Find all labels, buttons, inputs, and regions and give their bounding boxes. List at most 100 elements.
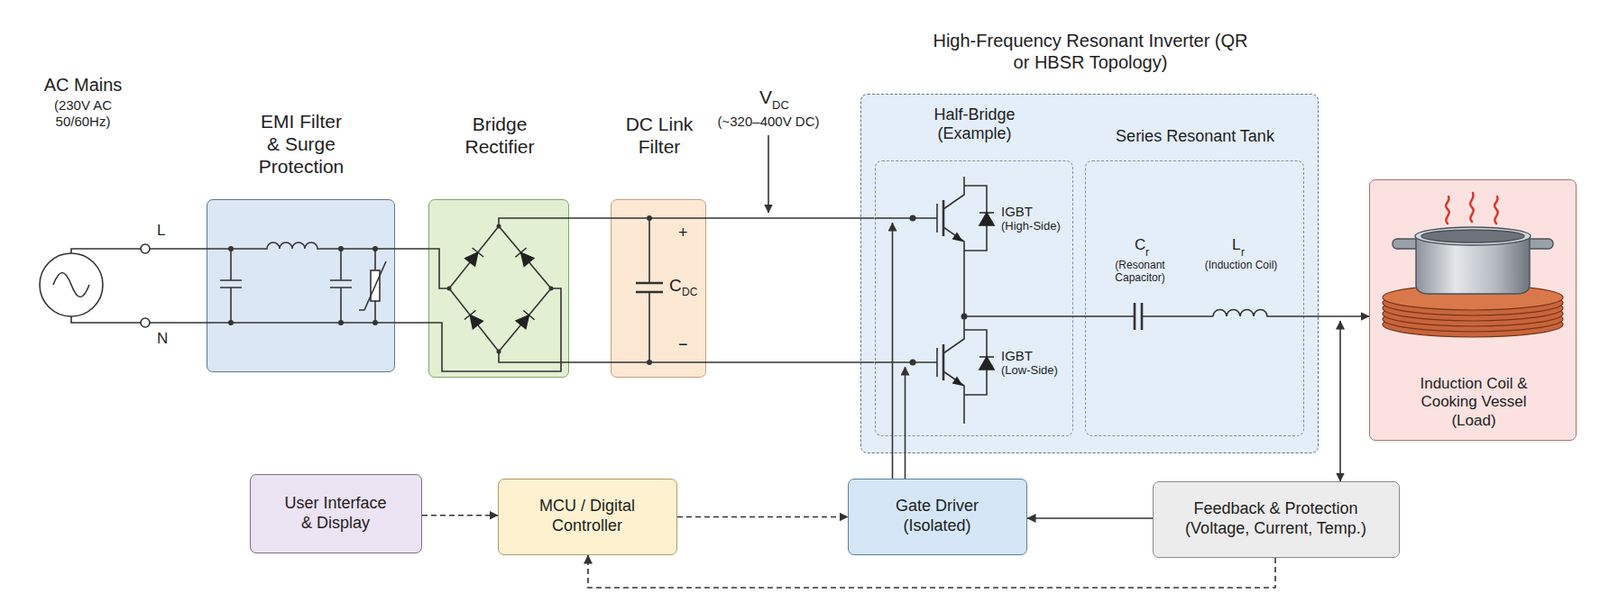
- igbt-half-bridge-part: [936, 203, 938, 378]
- node-title: Half-Bridge (Example): [916, 105, 1034, 145]
- bridge-rectifier-circuit-part-part-part: [514, 248, 534, 267]
- emi-filter-circuit-part-part: [372, 320, 378, 326]
- node-title: DC Link Filter: [611, 112, 708, 158]
- dc-link-capacitor-part: [646, 215, 653, 366]
- bridge-rectifier-circuit-part-part: [514, 311, 534, 331]
- polarity-mark: +: [678, 223, 689, 243]
- resonant-tank-circuit-part: [1213, 310, 1305, 317]
- terminal-label: N: [156, 330, 168, 349]
- igbt-half-bridge-part-part: [979, 212, 994, 226]
- dc-link-capacitor-part: [648, 218, 651, 363]
- sense-arrow: [1340, 321, 1342, 482]
- emi-filter-circuit: [206, 242, 396, 326]
- igbt-half-bridge-part-part: [910, 215, 917, 222]
- polarity-mark: −: [678, 335, 689, 355]
- cookware-illustration-part-part: [1382, 290, 1564, 316]
- half-bridge-group: Half-Bridge (Example): [874, 160, 1074, 437]
- cookware-illustration-part-part: [1382, 295, 1564, 322]
- capacitor-subscript: r: [1145, 247, 1150, 260]
- bridge-rectifier-circuit-part-part: [496, 224, 502, 230]
- bridge-rectifier-circuit-part-part: [549, 286, 554, 292]
- capacitor-subscript: DC: [681, 286, 698, 300]
- bridge-rectifier-circuit-part: [449, 226, 552, 352]
- emi-filter-circuit-part-part: [228, 246, 234, 252]
- bridge-rectifier-circuit-part: [447, 224, 554, 355]
- ac-source-symbol-part: [140, 244, 150, 254]
- node-title: Induction Coil & Cooking Vessel (Load): [1406, 375, 1542, 431]
- emi-filter-circuit-part-part: [372, 246, 378, 252]
- inductor-symbol: L: [1232, 236, 1241, 255]
- dc-bus-wire: [706, 217, 875, 220]
- emi-filter-circuit-part: [330, 248, 352, 323]
- part-name: IGBT: [1001, 203, 1033, 220]
- bridge-rectifier-circuit-part-part: [447, 286, 452, 292]
- bridge-rectifier-circuit-part-part-part: [514, 311, 534, 331]
- igbt-half-bridge-part-part: [961, 313, 968, 321]
- source-block: AC Mains(230V AC 50/60Hz): [16, 70, 150, 341]
- cookware-illustration-part-part: [1415, 227, 1531, 246]
- dc-bus-wire: [569, 218, 611, 363]
- cookware-illustration-part: [1445, 193, 1499, 224]
- ac-source-symbol-part: [71, 248, 141, 323]
- voltage-subscript: DC: [772, 99, 790, 113]
- emi-filter-circuit-part-part: [228, 320, 234, 326]
- control-arrow: [422, 514, 498, 517]
- resonant-tank-circuit-part: [1134, 303, 1142, 331]
- cookware-illustration-part: [1382, 285, 1564, 338]
- dc-bus-wire: [706, 361, 875, 364]
- feedback-arrow: [1027, 518, 1153, 520]
- rectifier-block: Bridge Rectifier: [428, 199, 570, 378]
- resonant-tank-group: Series Resonant Tank: [1085, 160, 1305, 437]
- bridge-rectifier-circuit-part: [498, 351, 570, 363]
- inductor-subscript: r: [1241, 247, 1245, 260]
- voltage-range: (~320–400V DC): [717, 113, 820, 129]
- bridge-rectifier-circuit-part: [498, 218, 570, 227]
- capacitor-symbol: C: [669, 275, 682, 296]
- igbt-half-bridge-part: [964, 185, 987, 396]
- gate-signal-arrow: [891, 222, 894, 479]
- node-title: AC Mains: [16, 73, 150, 96]
- voltage-symbol: V: [759, 86, 773, 109]
- cookware-illustration-part-part: [1382, 312, 1564, 338]
- bridge-rectifier-circuit-part: [428, 288, 561, 372]
- bridge-rectifier-circuit-part-part-part: [464, 311, 484, 331]
- igbt-half-bridge-part-part: [979, 357, 994, 370]
- vdc-leader-arrow: [767, 135, 770, 213]
- vdc-leader-arrow-part: [767, 135, 770, 213]
- part-note: (Low-Side): [1001, 364, 1058, 378]
- node-title: Gate Driver (Isolated): [882, 496, 992, 536]
- node-title: High-Frequency Resonant Inverter (QR or …: [923, 29, 1258, 74]
- ac-source-symbol-part: [53, 273, 90, 298]
- igbt-half-bridge-part-part: [953, 377, 962, 386]
- power-wire: [395, 321, 429, 324]
- gate-signal-arrow: [892, 222, 906, 479]
- terminal-label: L: [156, 221, 166, 240]
- emi-filter-circuit-part-part: [338, 246, 344, 252]
- dc-bus-wire: [706, 218, 875, 363]
- cookware-illustration-part-part: [1445, 196, 1450, 224]
- filter-block: EMI Filter & Surge Protection: [206, 199, 396, 373]
- cookware-illustration-part-part: [1392, 239, 1420, 249]
- igbt-half-bridge-part: [943, 316, 965, 424]
- cookware-illustration: [1382, 193, 1564, 338]
- cookware-illustration-part-part: [1421, 229, 1525, 243]
- capacitor-symbol: C: [1134, 236, 1146, 255]
- bridge-rectifier-circuit-part-part: [464, 311, 484, 331]
- cookware-illustration-part-part: [1382, 285, 1564, 311]
- part-name: IGBT: [1001, 348, 1033, 364]
- cookware-illustration-part: [1392, 227, 1554, 295]
- gate-signal-arrow: [904, 367, 907, 479]
- node-title: MCU / Digital Controller: [519, 496, 655, 536]
- feedback-arrow: [1027, 517, 1153, 520]
- cookware-illustration-part-part: [1382, 306, 1564, 332]
- igbt-half-bridge-part: [942, 200, 946, 381]
- bridge-rectifier-circuit-part: [464, 248, 535, 330]
- bridge-rectifier-circuit-part-part-part: [464, 248, 484, 267]
- emi-filter-circuit-part: [370, 270, 380, 302]
- igbt-half-bridge-part: [943, 176, 965, 317]
- ac-source-symbol: [39, 244, 150, 328]
- power-wire: [395, 248, 429, 323]
- load-block: Induction Coil & Cooking Vessel (Load): [1369, 179, 1577, 442]
- dc-link-capacitor-part-part: [646, 359, 653, 366]
